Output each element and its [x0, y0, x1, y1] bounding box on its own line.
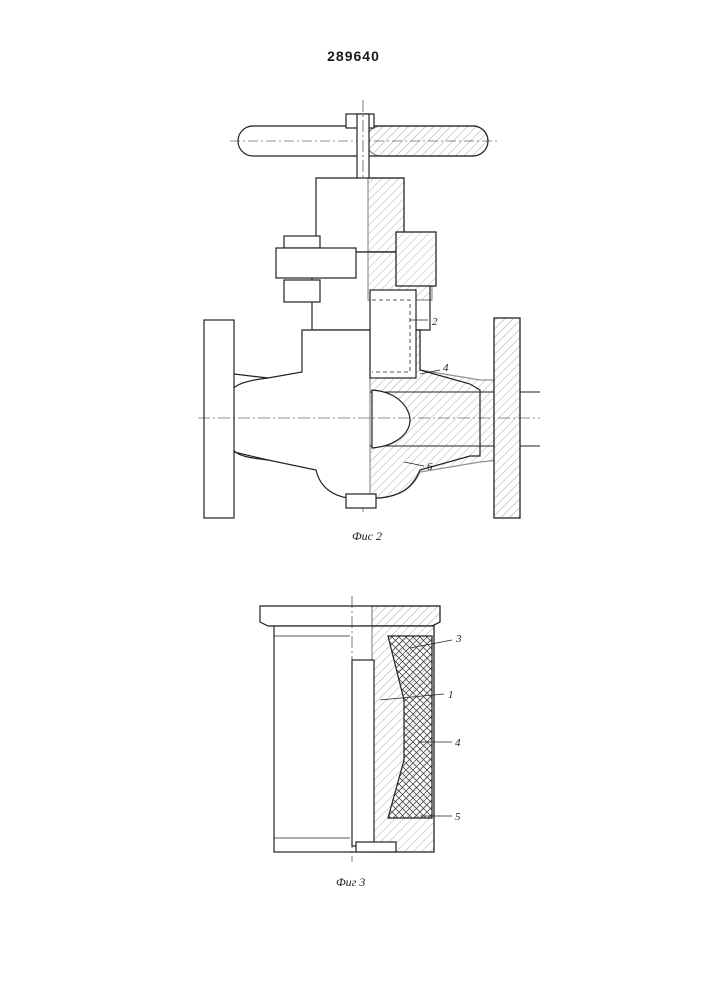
- callout-5: 5: [455, 811, 461, 823]
- figure-3-caption: Фиг 3: [336, 875, 365, 889]
- callout-3: 3: [455, 633, 462, 645]
- callout-2: 2: [432, 316, 438, 328]
- callout-4-fig3: 4: [455, 737, 461, 749]
- figure-2-valve: 2 4 6 Фис 2: [198, 100, 540, 543]
- callout-4: 4: [443, 362, 449, 374]
- figure-3-gate: 3 1 4 5 Фиг 3: [260, 596, 462, 889]
- callout-1: 1: [448, 689, 454, 701]
- bottom-nut: [346, 494, 376, 508]
- figure-2-caption: Фис 2: [352, 529, 382, 543]
- callout-6: 6: [427, 461, 433, 473]
